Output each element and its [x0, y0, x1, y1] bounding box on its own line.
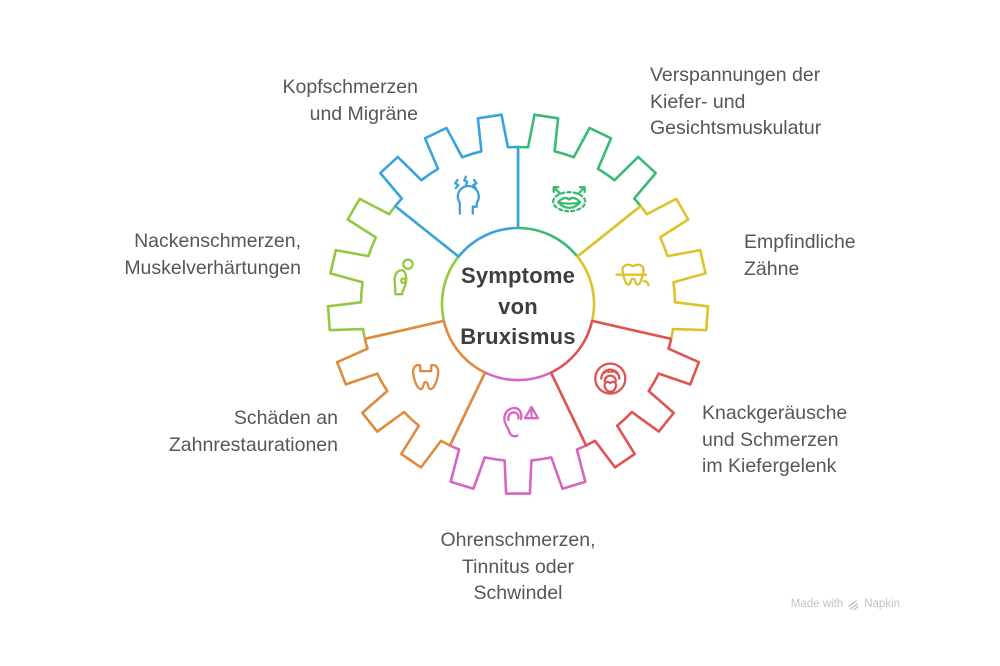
gear-segment-kopfschmerzen	[379, 113, 520, 258]
napkin-logo-icon	[848, 599, 859, 610]
jaw-muscle-icon	[552, 186, 587, 213]
sensitive-tooth-icon	[615, 263, 650, 287]
posture-icon	[393, 258, 414, 296]
segment-label-ohrenschmerzen: Ohrenschmerzen, Tinnitus oder Schwindel	[440, 529, 596, 604]
segment-label-knackgeraeusche: Knackgeräusche und Schmerzen im Kieferge…	[702, 402, 848, 477]
segment-label-verspannungen: Verspannungen der Kiefer- und Gesichtsmu…	[650, 64, 822, 139]
gear-segment-knackgeraeusche	[549, 319, 701, 469]
segment-label-nackenschmerzen: Nackenschmerzen, Muskelverhärtungen	[124, 230, 301, 279]
damaged-tooth-icon	[412, 363, 440, 391]
gear-segment-zahnrestaurationen	[335, 319, 487, 469]
segment-label-zahnrestaurationen: Schäden an Zahnrestaurationen	[168, 407, 338, 456]
segment-label-kopfschmerzen: Kopfschmerzen und Migräne	[282, 76, 418, 125]
segment-label-empfindliche-zaehne: Empfindliche Zähne	[744, 231, 856, 280]
watermark: Made with Napkin	[791, 595, 900, 613]
watermark-made-with: Made with	[790, 598, 844, 610]
gear-segment-ohrenschmerzen	[448, 371, 588, 495]
watermark-brand: Napkin	[864, 598, 900, 610]
gear-segment-nackenschmerzen	[326, 197, 460, 341]
jaw-click-icon	[594, 362, 627, 395]
diagram-title: Symptome von Bruxismus	[460, 263, 576, 349]
ear-warning-icon	[503, 405, 540, 438]
headache-icon	[453, 175, 480, 215]
